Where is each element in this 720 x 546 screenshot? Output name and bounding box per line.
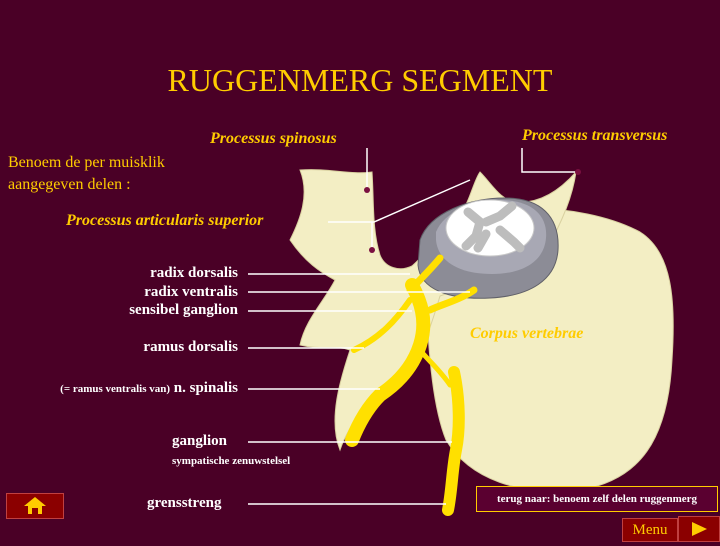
- instruction-line-2: aangegeven delen :: [8, 176, 131, 193]
- label-n-spinalis: (= ramus ventralis van) n. spinalis: [60, 380, 238, 397]
- label-sympatische: sympatische zenuwstelsel: [172, 455, 291, 467]
- page-title: RUGGENMERG SEGMENT: [167, 62, 553, 98]
- label-processus-transversus: Processus transversus: [522, 127, 668, 144]
- label-ganglion: ganglion: [172, 433, 228, 449]
- label-corpus-vertebrae: Corpus vertebrae: [470, 325, 584, 342]
- radix-ventralis-shape: [426, 286, 478, 314]
- label-ramus-dorsalis: ramus dorsalis: [143, 339, 238, 355]
- spinal-nerve-shape: [345, 278, 431, 447]
- instruction-text: Benoem de per muisklik aangegeven delen …: [8, 152, 165, 196]
- marker-transversus: [575, 169, 581, 175]
- label-radix-dorsalis: radix dorsalis: [150, 265, 238, 281]
- marker-articularis: [369, 247, 375, 253]
- grensstreng-shape: [442, 366, 465, 516]
- arrow-right-icon: [692, 522, 707, 536]
- label-ramus-ventralis-prefix: (= ramus ventralis van): [60, 383, 171, 395]
- home-icon: [24, 497, 46, 514]
- next-button[interactable]: [678, 516, 720, 542]
- label-processus-articularis-superior: Processus articularis superior: [66, 212, 264, 229]
- instruction-line-1: Benoem de per muisklik: [8, 154, 165, 171]
- marker-spinosus: [364, 187, 370, 193]
- pointer-articularis: [328, 179, 471, 223]
- label-processus-spinosus: Processus spinosus: [210, 130, 337, 147]
- label-radix-ventralis: radix ventralis: [144, 284, 238, 300]
- pointer-transversus: [521, 148, 578, 173]
- grey-matter-shape: [461, 201, 525, 253]
- ramus-communicans-shape: [415, 345, 453, 388]
- home-button[interactable]: [6, 493, 64, 519]
- label-sensibel-ganglion: sensibel ganglion: [129, 302, 238, 318]
- label-n-spinalis-text: n. spinalis: [173, 380, 238, 396]
- label-grensstreng: grensstreng: [147, 495, 222, 511]
- back-to-exercise-link[interactable]: terug naar: benoem zelf delen ruggenmerg: [476, 486, 718, 512]
- ramus-dorsalis-shape: [351, 297, 413, 353]
- menu-button[interactable]: Menu: [622, 518, 678, 542]
